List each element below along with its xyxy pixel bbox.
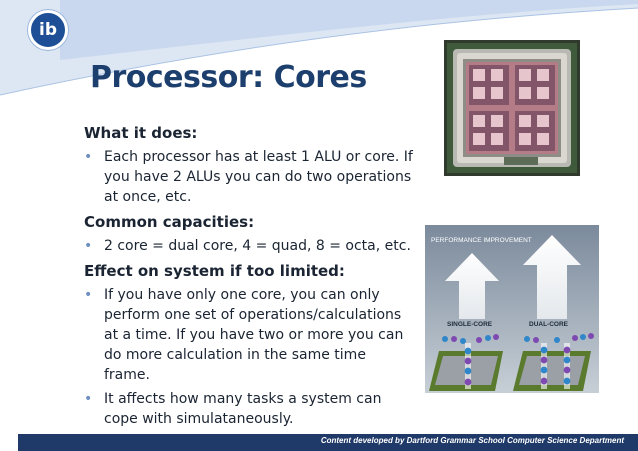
heading-effect-on-system: Effect on system if too limited: [84, 262, 345, 280]
dual-core-label: DUAL-CORE [529, 321, 569, 328]
slide-title: Processor: Cores [90, 60, 367, 95]
bullet-dot-icon: • [84, 238, 93, 254]
bullet-dot-icon: • [84, 287, 93, 303]
bullet-item: • If you have only one core, you can onl… [84, 287, 404, 383]
perf-header-label: PERFORMANCE IMPROVEMENT [431, 237, 532, 244]
heading-common-capacities: Common capacities: [84, 213, 255, 231]
performance-improvement-image: PERFORMANCE IMPROVEMENT SINGLE-CORE DUAL… [425, 225, 599, 393]
bullet-dot-icon: • [84, 149, 93, 165]
ib-logo: ib [28, 10, 68, 50]
top-swoosh-decoration [0, 0, 638, 96]
footer-bar: Content developed by Dartford Grammar Sc… [18, 434, 638, 451]
bullet-dot-icon: • [84, 391, 93, 407]
processor-chip-image [444, 40, 580, 176]
bullet-item: • Each processor has at least 1 ALU or c… [84, 149, 413, 205]
single-core-label: SINGLE-CORE [447, 321, 493, 328]
bullet-item: • 2 core = dual core, 4 = quad, 8 = octa… [84, 238, 411, 254]
bullet-item: • It affects how many tasks a system can… [84, 391, 382, 427]
slide-body: What it does: • Each processor has at le… [84, 124, 414, 433]
heading-what-it-does: What it does: [84, 124, 198, 142]
footer-credit: Content developed by Dartford Grammar Sc… [320, 436, 624, 445]
